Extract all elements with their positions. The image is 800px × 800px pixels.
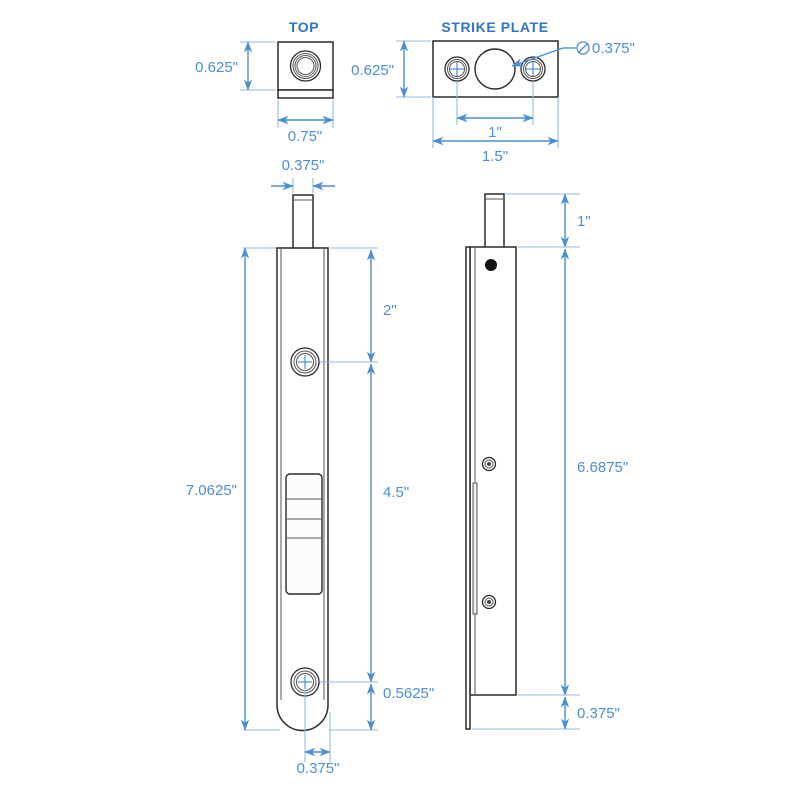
side-view-rod-length-dimension: 1" <box>506 193 591 248</box>
top-view-height-dimension: 0.625" <box>195 41 276 91</box>
front-view-bottom-screw-dimension: 0.5625" <box>320 681 434 731</box>
front-view-screw-spacing-dimension: 4.5" <box>320 361 409 683</box>
top-view-rod-hole-icon <box>289 50 322 82</box>
side-view-upper-screw <box>481 456 497 472</box>
side-view-rod <box>484 193 505 249</box>
side-view-tail-label: 0.375" <box>577 705 620 722</box>
top-view-base-strip <box>277 89 334 99</box>
front-view-bottom-width-dimension: 0.375" <box>297 690 340 777</box>
side-view-group: 1" 6.6875" 0.375" <box>465 193 628 730</box>
front-view-group: 0.375" 7.0625" 2" 4.5" 0.562 <box>186 157 434 777</box>
strike-plate-height-dimension: 0.625" <box>351 40 431 98</box>
front-view-rod-diameter-dimension: 0.375" <box>271 157 335 193</box>
strike-plate-diameter-callout: 0.375" <box>511 40 635 67</box>
strike-plate-hole-spacing-dimension: 1" <box>456 82 534 141</box>
strike-plate-title: STRIKE PLATE <box>441 19 548 35</box>
strike-plate-width-label: 1.5" <box>482 148 508 165</box>
strike-plate-screw-hole-right <box>520 56 546 82</box>
side-view-body-length-dimension: 6.6875" <box>518 246 628 696</box>
side-view-faceplate <box>465 246 471 730</box>
side-view-body <box>469 246 517 696</box>
top-view-width-label: 0.75" <box>288 128 323 145</box>
front-view-rod <box>292 194 314 251</box>
side-view-pin-hole <box>485 259 497 271</box>
front-view-top-screw <box>290 347 320 377</box>
lever-body <box>285 473 323 595</box>
side-view-body-length-label: 6.6875" <box>577 459 628 476</box>
diameter-symbol-icon <box>576 41 590 55</box>
front-view-lever-slide <box>285 473 323 595</box>
side-view-rod-length-label: 1" <box>577 213 591 230</box>
front-view-bottom-width-label: 0.375" <box>297 760 340 777</box>
front-view-top-screw-dimension: 2" <box>320 247 397 363</box>
side-view-lower-screw <box>481 594 497 610</box>
strike-plate-height-label: 0.625" <box>351 62 394 79</box>
strike-plate-width-dimension: 1.5" <box>432 97 559 165</box>
strike-plate-diameter-label: 0.375" <box>592 40 635 57</box>
top-view-group: TOP 0.625" 0.75" <box>195 19 334 145</box>
front-view-top-screw-label: 2" <box>383 302 397 319</box>
side-view-tail-dimension: 0.375" <box>472 694 620 730</box>
strike-plate-screw-hole-left <box>444 56 470 82</box>
strike-plate-view-group: STRIKE PLATE <box>351 19 635 165</box>
front-view-overall-length-label: 7.0625" <box>186 482 237 499</box>
front-view-bottom-screw-label: 0.5625" <box>383 685 434 702</box>
strike-plate-center-bore <box>474 48 516 90</box>
top-view-title: TOP <box>289 19 319 35</box>
strike-plate-hole-spacing-label: 1" <box>488 124 502 141</box>
top-view-height-label: 0.625" <box>195 59 238 76</box>
front-view-overall-length-dimension: 7.0625" <box>186 247 280 731</box>
side-view-lever-slot <box>472 482 478 615</box>
top-view-width-dimension: 0.75" <box>277 100 334 145</box>
front-view-screw-spacing-label: 4.5" <box>383 484 409 501</box>
front-view-rod-diameter-label: 0.375" <box>282 157 325 174</box>
